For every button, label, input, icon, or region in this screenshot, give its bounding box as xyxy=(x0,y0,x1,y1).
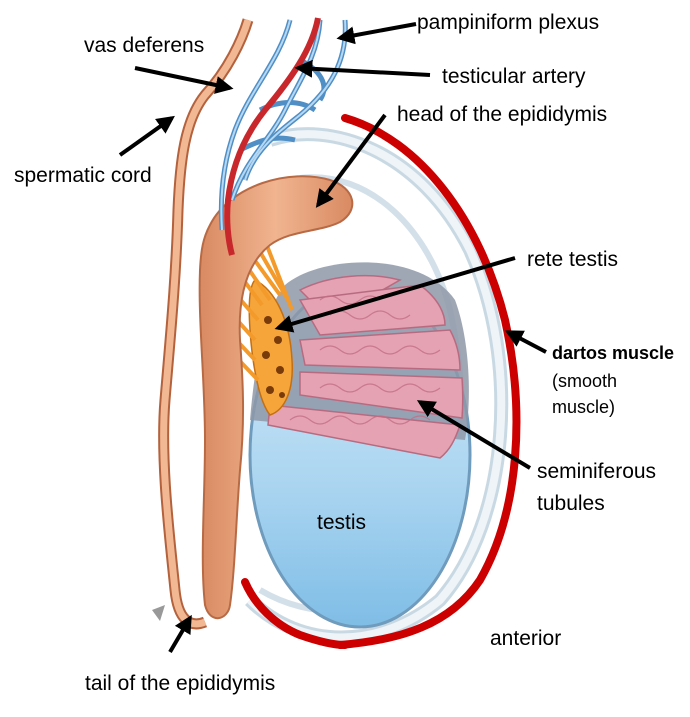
dartos-muscle-lower xyxy=(241,578,349,649)
label-testis: testis xyxy=(317,511,366,534)
label-head-of-epididymis: head of the epididymis xyxy=(397,103,607,126)
arrow-testicular-artery xyxy=(294,59,431,78)
arrow-vas-deferens xyxy=(134,66,234,94)
label-vas-deferens: vas deferens xyxy=(84,34,204,57)
label-spermatic-cord: spermatic cord xyxy=(14,164,152,187)
arrow-spermatic-cord xyxy=(118,115,175,157)
arrow-pampiniform xyxy=(336,22,417,45)
vas-deferens-inner xyxy=(160,18,252,628)
label-seminiferous-1: seminiferous xyxy=(537,460,656,483)
label-tail-of-epididymis: tail of the epididymis xyxy=(85,672,275,695)
testicular-artery xyxy=(224,17,321,256)
arrow-head-epididymis xyxy=(315,113,387,208)
dartos-muscle-upper xyxy=(336,114,521,649)
pampiniform-plexus-highlight xyxy=(220,19,347,231)
arrow-rete-testis xyxy=(274,256,516,333)
arrow-seminiferous xyxy=(416,400,532,470)
arrow-tail-epididymis xyxy=(168,614,192,654)
arrow-dartos xyxy=(504,330,547,354)
marker-triangle xyxy=(152,605,165,621)
label-pampiniform-plexus: pampiniform plexus xyxy=(417,11,599,34)
tubule-coils xyxy=(289,295,441,425)
label-arrows xyxy=(118,22,547,654)
label-dartos-note-2: muscle) xyxy=(552,397,615,417)
label-dartos-muscle: dartos muscle xyxy=(552,343,674,363)
label-testicular-artery: testicular artery xyxy=(442,65,586,88)
label-anterior: anterior xyxy=(490,627,561,650)
label-rete-testis: rete testis xyxy=(527,248,618,271)
tunica-vaginalis-inner xyxy=(247,130,506,642)
label-dartos-note-1: (smooth xyxy=(552,371,617,391)
epididymis xyxy=(198,175,354,620)
label-seminiferous-2: tubules xyxy=(537,492,605,515)
